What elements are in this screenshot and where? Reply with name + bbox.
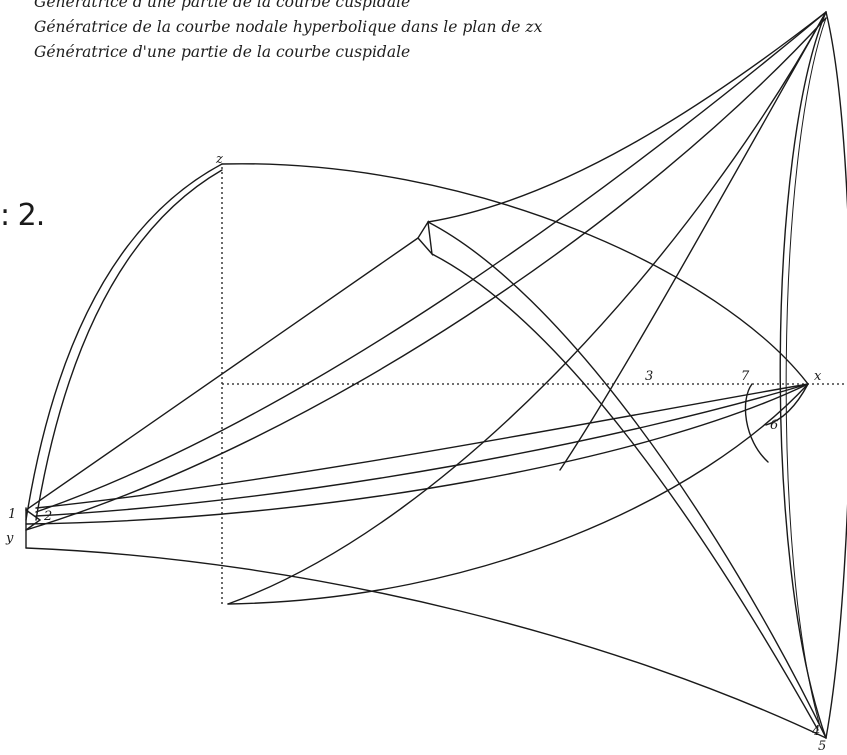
- generator-cusp-top-right: [427, 11, 827, 223]
- cusp-joint: [417, 219, 433, 257]
- boundary-curves: [25, 11, 847, 739]
- caption-cuspidal-2: Génératrice d'une partie de la courbe cu…: [34, 43, 411, 61]
- label-1: 1: [8, 507, 16, 522]
- label-5: 5: [818, 739, 826, 754]
- arc-x-6: [765, 383, 809, 426]
- generator-y-bottom-right: [25, 547, 827, 739]
- generator-cusp-bottom-right-b: [431, 253, 819, 731]
- label-x: x: [814, 369, 822, 384]
- generator-y-x-2: [35, 383, 809, 517]
- generator-y-x-1: [35, 383, 809, 509]
- generator-through-3: [559, 11, 827, 471]
- caption-cuspidal-1: Génératrice d'une partie de la courbe cu…: [34, 0, 411, 11]
- generator-base-x: [227, 383, 809, 605]
- caption-nodal-hyperbolic: Génératrice de la courbe nodale hyperbol…: [34, 18, 543, 36]
- generator-lines: [25, 11, 827, 739]
- generator-y-top-right-2: [25, 17, 827, 531]
- arc-y-z-inner: [35, 169, 223, 521]
- label-2: 2: [43, 509, 52, 524]
- label-z: z: [215, 152, 223, 167]
- arc-y-z-outer: [25, 163, 223, 521]
- label-6: 6: [770, 418, 778, 433]
- generator-cusp-bottom-right-a: [427, 221, 827, 739]
- loop-7-6: [744, 383, 769, 463]
- lens-left-edge: [779, 11, 827, 739]
- generator-y-cusp: [25, 237, 419, 511]
- label-4: 4: [811, 724, 820, 739]
- coordinate-axes: [221, 167, 847, 604]
- generator-base-top-right: [227, 11, 827, 605]
- caption-block: Génératrice d'une partie de la courbe cu…: [34, 0, 542, 65]
- arc-z-x: [221, 163, 809, 385]
- generator-y-top-right-1: [35, 11, 827, 513]
- y-wedge: [25, 509, 42, 531]
- label-y: y: [5, 531, 14, 546]
- point-labels: z x y 1 2 3 4 5 6 7: [5, 152, 826, 754]
- figure-number: : 2.: [0, 198, 45, 233]
- label-3: 3: [645, 369, 653, 384]
- lens-inner-edge: [785, 17, 827, 727]
- generator-y-x-3: [25, 383, 809, 525]
- label-7: 7: [741, 369, 750, 384]
- lens-right-edge: [825, 11, 847, 739]
- y-cluster: [25, 507, 42, 549]
